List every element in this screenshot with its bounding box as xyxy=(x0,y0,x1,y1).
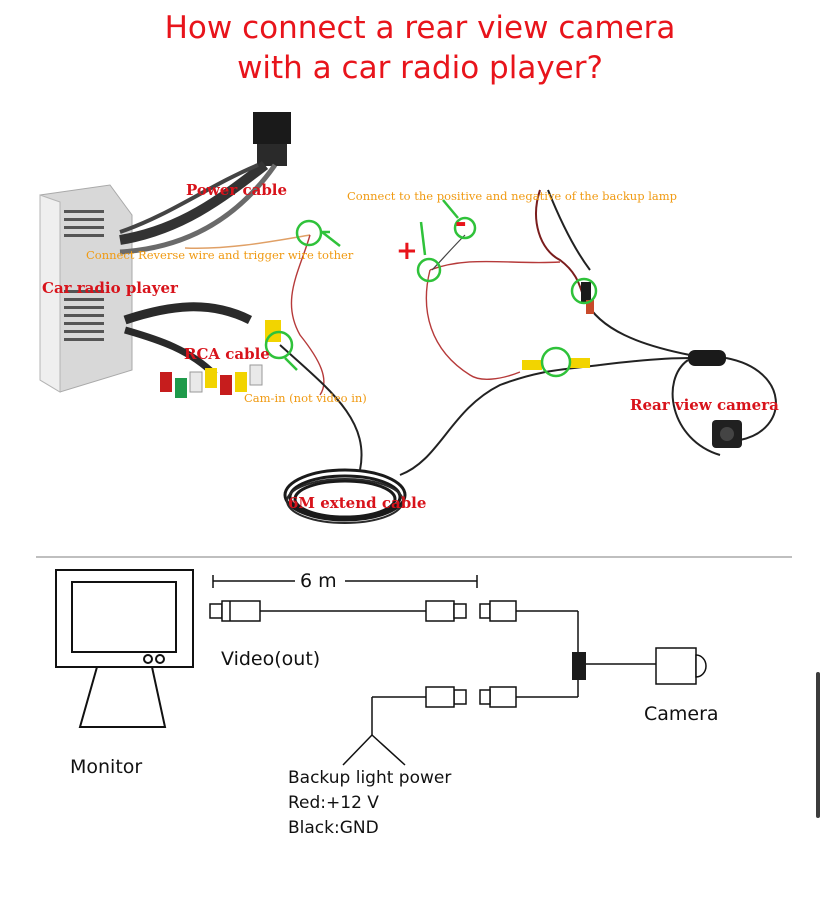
title-line-1: How connect a rear view camera xyxy=(164,10,676,46)
plus-sign: + xyxy=(396,236,418,266)
video-out-label: Video(out) xyxy=(221,648,321,670)
rear-view-camera-label: Rear view camera xyxy=(630,396,779,414)
video-cable xyxy=(209,600,579,652)
extend-cable-label: 6M extend cable xyxy=(288,494,427,512)
camera-icon xyxy=(586,647,707,685)
monitor-label: Monitor xyxy=(70,756,143,778)
black-wire-label: Black:GND xyxy=(288,818,379,838)
title-line-2: with a car radio player? xyxy=(237,50,603,86)
camera-label: Camera xyxy=(644,703,719,725)
cable-junction xyxy=(572,652,586,680)
highlight-marks xyxy=(264,199,598,378)
minus-sign: - xyxy=(455,206,467,239)
power-cable-label: Power cable xyxy=(186,181,288,199)
distance-marker xyxy=(212,575,478,588)
power-harness xyxy=(119,112,291,255)
car-radio-unit xyxy=(39,184,133,393)
scrollbar[interactable] xyxy=(816,672,820,818)
monitor-icon xyxy=(55,569,194,728)
distance-label: 6 m xyxy=(300,570,337,592)
page-title: How connect a rear view camera with a ca… xyxy=(0,8,828,88)
backup-power-label: Backup light power xyxy=(288,768,452,788)
backup-lamp-label: Connect to the positive and negative of … xyxy=(347,189,678,203)
reverse-trigger-label: Connect Reverse wire and trigger wire to… xyxy=(86,248,354,262)
red-wire-label: Red:+12 V xyxy=(288,793,379,813)
extend-cable-coil xyxy=(283,468,407,524)
power-cable xyxy=(342,680,579,766)
rca-cable-label: RCA cable xyxy=(184,345,270,363)
rca-bundle xyxy=(123,302,281,398)
cam-in-label: Cam-in (not video in) xyxy=(244,391,367,405)
car-radio-player-label: Car radio player xyxy=(42,279,178,297)
